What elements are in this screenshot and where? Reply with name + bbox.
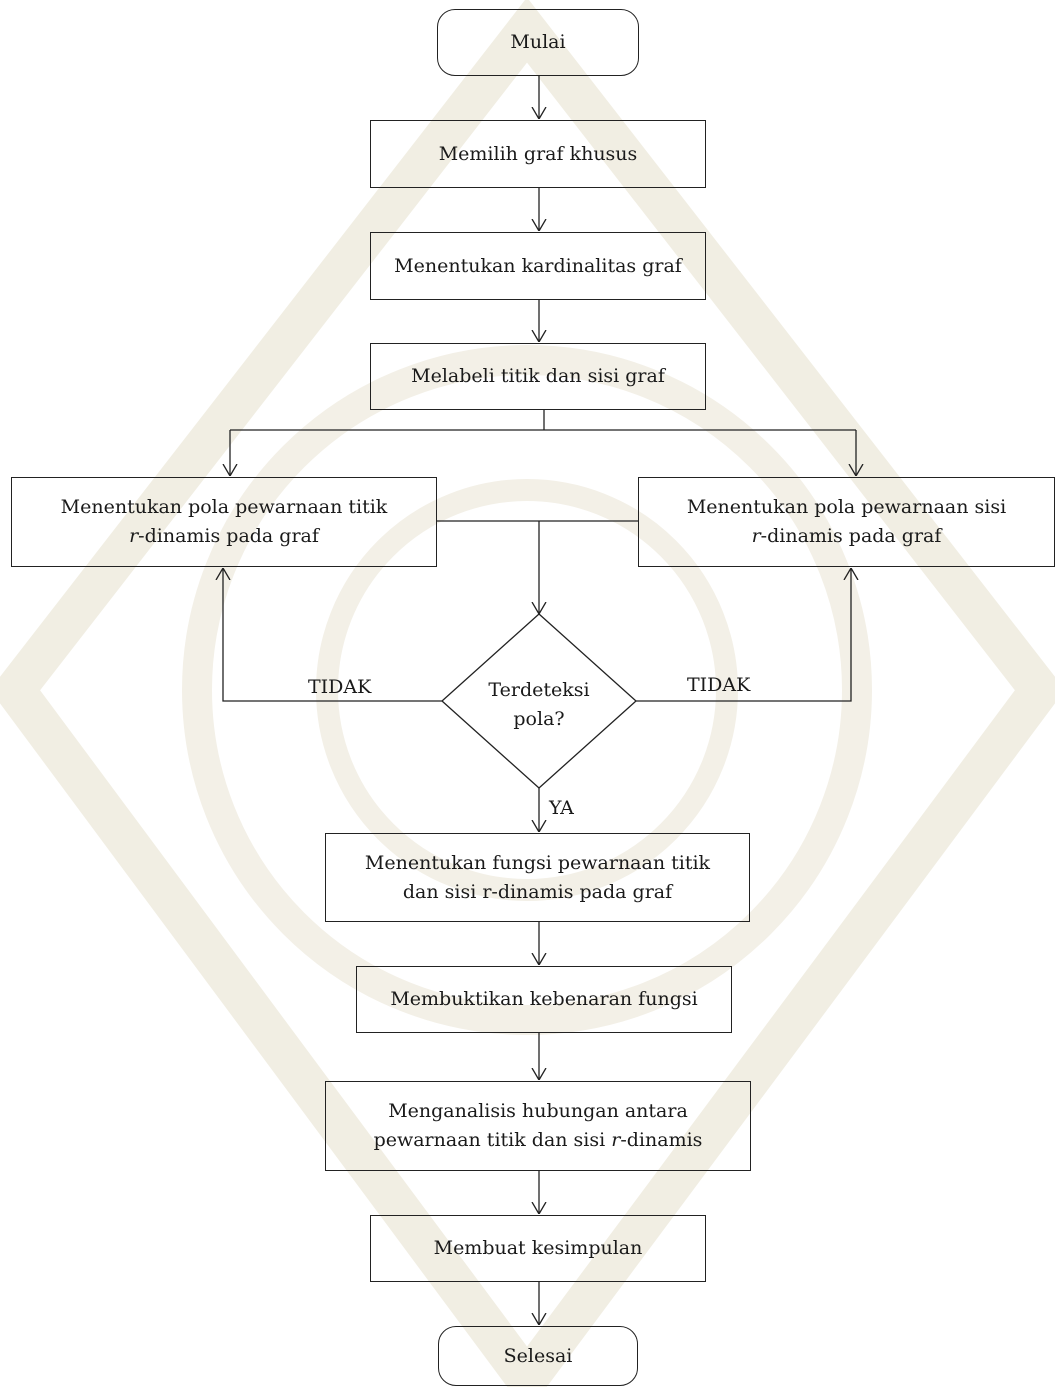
start-terminal: Mulai — [437, 9, 639, 76]
analyze-line2-rest: -dinamis — [620, 1129, 703, 1151]
analyze-box: Menganalisis hubungan antara pewarnaan t… — [325, 1081, 751, 1171]
analyze-line2: pewarnaan titik dan sisi r-dinamis — [374, 1126, 703, 1155]
end-label: Selesai — [503, 1344, 573, 1367]
function-line1: Menentukan fungsi pewarnaan titik — [364, 851, 711, 874]
arrow-no-right — [636, 568, 851, 702]
edge-pattern-rest: -dinamis pada graf — [760, 525, 942, 547]
analyze-var: r — [611, 1129, 621, 1151]
labeling-label: Melabeli titik dan sisi graf — [411, 365, 665, 387]
cardinality-box: Menentukan kardinalitas graf — [370, 232, 706, 300]
analyze-line1: Menganalisis hubungan antara — [388, 1100, 688, 1122]
cardinality-label: Menentukan kardinalitas graf — [394, 254, 682, 277]
edge-pattern-line1: Menentukan pola pewarnaan sisi — [686, 496, 1007, 518]
edge-pattern-var: r — [751, 525, 761, 547]
vertex-pattern-box: Menentukan pola pewarnaan titik r-dinami… — [11, 477, 437, 567]
decision-line2: pola? — [513, 708, 565, 730]
prove-box: Membuktikan kebenaran fungsi — [356, 966, 732, 1033]
arrow-no-left — [223, 568, 442, 702]
prove-label: Membuktikan kebenaran fungsi — [390, 988, 698, 1010]
yes-label: YA — [549, 797, 574, 819]
decision-label: Terdeteksi pola? — [442, 676, 636, 734]
vertex-pattern-rest: -dinamis pada graf — [138, 525, 319, 547]
no-right-label: TIDAK — [687, 674, 751, 696]
edge-pattern-box: Menentukan pola pewarnaan sisi r-dinamis… — [638, 477, 1055, 567]
decision-line1: Terdeteksi — [488, 679, 590, 701]
function-box: Menentukan fungsi pewarnaan titik dan si… — [325, 833, 750, 922]
edge-pattern-line2: r-dinamis pada graf — [752, 522, 942, 551]
conclude-label: Membuat kesimpulan — [433, 1237, 643, 1259]
labeling-box: Melabeli titik dan sisi graf — [370, 343, 706, 410]
decision-diamond — [441, 613, 637, 789]
vertex-pattern-line1: Menentukan pola pewarnaan titik — [60, 496, 388, 518]
no-left-label: TIDAK — [308, 676, 372, 698]
conclude-box: Membuat kesimpulan — [370, 1215, 706, 1282]
analyze-line2-text: pewarnaan titik dan sisi — [373, 1129, 612, 1151]
choose-graph-label: Memilih graf khusus — [438, 142, 638, 165]
function-line2: dan sisi r-dinamis pada graf — [402, 880, 673, 903]
choose-graph-box: Memilih graf khusus — [370, 120, 706, 188]
vertex-pattern-line2: r-dinamis pada graf — [129, 522, 319, 551]
vertex-pattern-var: r — [129, 525, 139, 547]
end-terminal: Selesai — [438, 1326, 638, 1386]
start-label: Mulai — [510, 31, 566, 53]
